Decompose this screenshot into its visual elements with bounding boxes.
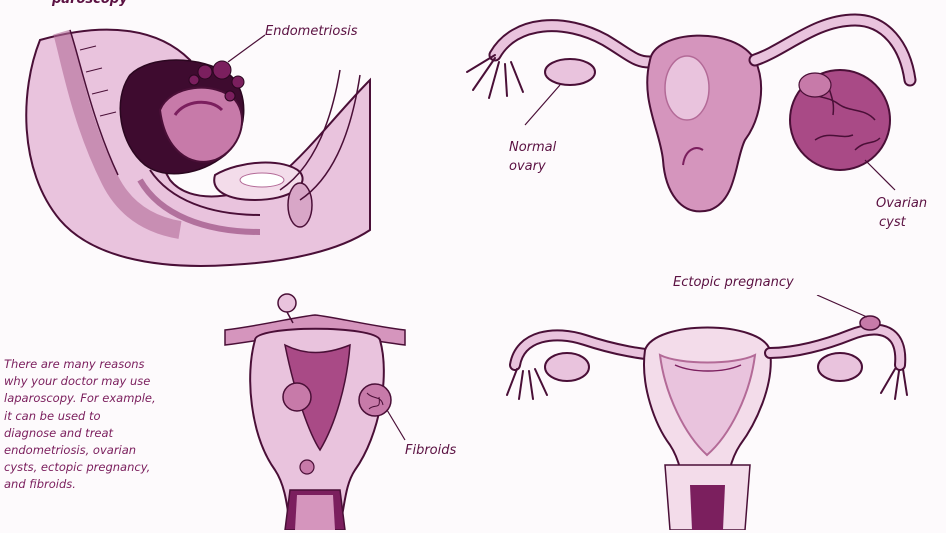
caption-line: why your doctor may use	[4, 373, 204, 390]
ectopic-pregnancy-illustration	[495, 295, 915, 530]
pelvis-sagittal-illustration	[0, 0, 380, 280]
fibroids-illustration	[215, 285, 415, 530]
caption-line: There are many reasons	[4, 356, 204, 373]
caption-line: diagnose and treat	[4, 425, 204, 442]
normal-ovary-label-line2: ovary	[509, 159, 546, 175]
caption-line: cysts, ectopic pregnancy,	[4, 459, 204, 476]
ectopic-pregnancy-label: Ectopic pregnancy	[673, 275, 794, 291]
normal-ovary-label-line1: Normal	[509, 140, 556, 156]
fibroids-label: Fibroids	[405, 443, 456, 459]
caption: There are many reasons why your doctor m…	[4, 356, 204, 494]
ovarian-cyst-label-line1: Ovarian	[876, 196, 927, 212]
endometriosis-label: Endometriosis	[265, 24, 358, 40]
caption-line: laparoscopy. For example,	[4, 390, 204, 407]
caption-line: endometriosis, ovarian	[4, 442, 204, 459]
ovarian-cyst-illustration	[455, 0, 935, 225]
caption-line: and fibroids.	[4, 476, 204, 493]
ovarian-cyst-label-line2: cyst	[879, 215, 906, 231]
caption-line: it can be used to	[4, 408, 204, 425]
